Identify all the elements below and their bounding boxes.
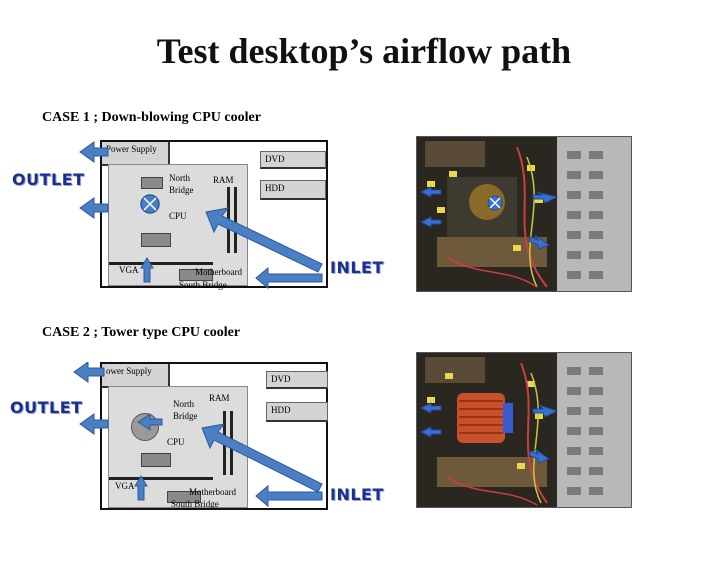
- case-1-hdd-drive: HDD: [260, 180, 326, 200]
- case-1-south-bridge-chip: [179, 269, 213, 281]
- case-2-inlet-arrow-diagonal: [201, 423, 323, 493]
- case-2-heading: CASE 2 ; Tower type CPU cooler: [42, 325, 241, 340]
- case-1-bridge-label: Bridge: [169, 185, 194, 195]
- case-1-vga-slot: [109, 262, 213, 265]
- case-2-dvd-drive: DVD: [266, 371, 328, 389]
- case-2-south-bridge-chip: [167, 491, 201, 503]
- case-1-outlet-arrow-top: [79, 141, 109, 163]
- case-2-hdd-drive: HDD: [266, 402, 328, 422]
- case-2-airflow-arrows: [73, 362, 323, 508]
- case-1-north-label: North: [169, 173, 190, 183]
- case-2-photo: [416, 352, 632, 508]
- case-2-cooler-arrow: [137, 413, 163, 431]
- case-1-diagram: Power Supply DVD HDD North Bridge RAM CP…: [0, 136, 728, 350]
- case-1-inlet-arrow-diagonal: [205, 207, 323, 273]
- case-1-vga-arrow: [140, 257, 154, 283]
- case-1-airflow-arrows: [79, 141, 323, 290]
- case-1-ram-slot-2: [234, 187, 237, 253]
- case-1-ram-label: RAM: [213, 175, 234, 185]
- case-2-vga-arrow: [134, 475, 148, 501]
- case-2-vga-label: VGA: [115, 481, 135, 491]
- case-2-motherboard-label: Motherboard: [189, 487, 236, 497]
- case-2-ram-label: RAM: [209, 393, 230, 403]
- case-1-vga-label: VGA: [119, 265, 139, 275]
- case-1-photo: [416, 136, 632, 292]
- case-1-outlet-label: OUTLET: [12, 170, 85, 189]
- case-2-chipset: [141, 453, 171, 467]
- case-1-cpu-label: CPU: [169, 211, 187, 221]
- case-2-north-label: North: [173, 399, 194, 409]
- case-2-inlet-arrow-bottom: [255, 484, 323, 508]
- case-1-outlet-arrow-bottom: [79, 197, 109, 219]
- case-1-inlet-label: INLET: [330, 258, 384, 277]
- case-1-dvd-drive: DVD: [260, 151, 326, 169]
- case-2-outlet-arrow-bottom: [79, 413, 109, 435]
- case-1-photo-drawing: [417, 137, 631, 291]
- case-2-photo-drawing: [417, 353, 631, 507]
- case-1-motherboard-label: Motherboard: [195, 267, 242, 277]
- case-1-north-bridge-chip: [141, 177, 163, 189]
- case-1-south-bridge-label: South Bridge: [179, 280, 227, 290]
- case-2-diagram: ower Supply DVD HDD North Bridge RAM CPU…: [0, 352, 728, 572]
- case-2-inlet-label: INLET: [330, 485, 384, 504]
- case-1-chipset: [141, 233, 171, 247]
- case-2-south-bridge-label: South Bridge: [171, 499, 219, 509]
- case-1-inlet-arrow-bottom: [255, 266, 323, 290]
- case-1-heading: CASE 1 ; Down-blowing CPU cooler: [42, 110, 261, 125]
- case-2-outlet-label: OUTLET: [10, 398, 83, 417]
- case-2-bridge-label: Bridge: [173, 411, 198, 421]
- page-title: Test desktop’s airflow path: [156, 31, 572, 71]
- case-2-vga-slot: [109, 477, 213, 480]
- case-2-cpu-label: CPU: [167, 437, 185, 447]
- case-2-outlet-arrow-top: [73, 362, 105, 383]
